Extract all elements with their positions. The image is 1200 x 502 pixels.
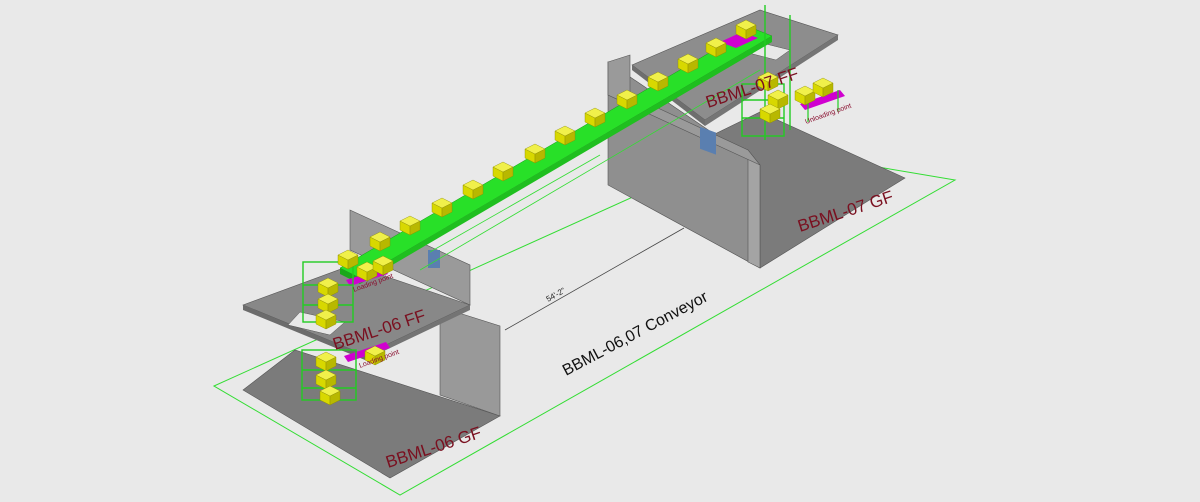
b07-upper-wall <box>607 54 761 166</box>
cargo-box <box>812 77 834 98</box>
cargo-box <box>767 89 789 110</box>
cargo-box <box>369 231 391 252</box>
cargo-box <box>462 179 484 200</box>
cargo-box <box>315 351 337 372</box>
cargo-box <box>794 85 816 106</box>
dimension-line <box>504 227 685 331</box>
cargo-box <box>647 71 669 92</box>
cargo-box <box>705 37 727 58</box>
b06-slab-edge <box>243 305 365 360</box>
transfer-pad-unloading <box>800 90 845 110</box>
cargo-box <box>337 249 359 270</box>
cargo-box <box>735 19 757 40</box>
cargo-box <box>677 53 699 74</box>
b06-side-wall <box>439 306 501 417</box>
site-outline <box>212 144 957 496</box>
cargo-box <box>554 125 576 146</box>
conveyor-rail-2 <box>429 154 601 253</box>
building-bbml-06 <box>242 209 501 479</box>
cargo-box <box>757 71 779 92</box>
cargo-boxes <box>315 19 834 406</box>
b07-door <box>700 126 716 155</box>
conveyor-side-long <box>360 36 772 284</box>
cargo-box <box>431 197 453 218</box>
cargo-box <box>399 215 421 236</box>
cargo-box <box>524 143 546 164</box>
conveyor-rail <box>419 69 761 271</box>
cargo-box <box>584 107 606 128</box>
cargo-box <box>492 161 514 182</box>
b06-slab-edge-right <box>365 305 470 360</box>
conveyor-belt <box>339 27 773 284</box>
cargo-box <box>315 369 337 390</box>
cargo-box <box>317 293 339 314</box>
diagram-title: BBML-06,07 Conveyor <box>560 288 711 379</box>
cargo-box <box>616 89 638 110</box>
cargo-box <box>364 345 386 366</box>
b07-end-wall <box>747 149 761 269</box>
cargo-box <box>315 309 337 330</box>
cargo-box <box>372 255 394 276</box>
cargo-box <box>319 385 341 406</box>
cargo-box <box>759 103 781 124</box>
